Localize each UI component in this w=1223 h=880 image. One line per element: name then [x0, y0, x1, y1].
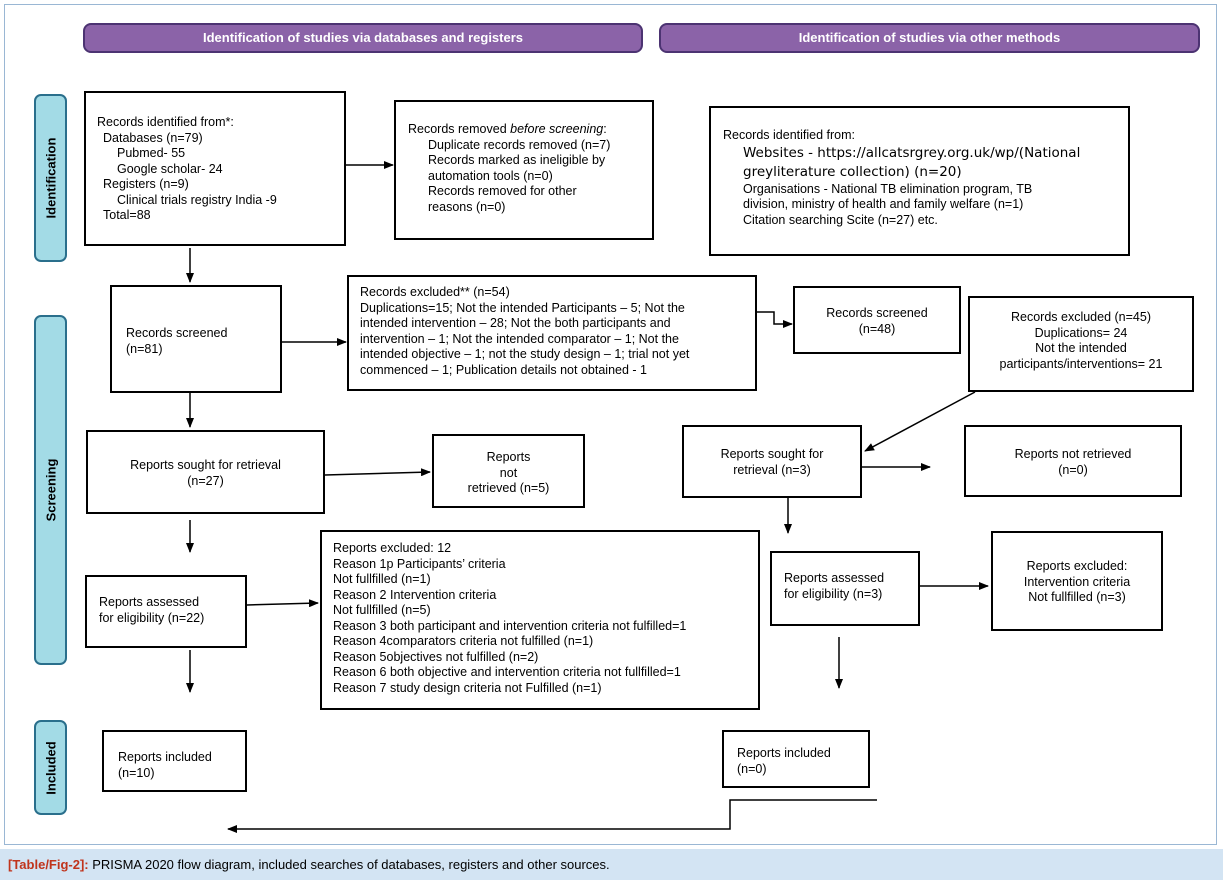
box-line: (n=48)	[858, 321, 896, 336]
records-screened-right-box: Records screened (n=48)	[793, 286, 961, 354]
box-line: Reports assessed	[784, 571, 885, 585]
caption-text: PRISMA 2020 flow diagram, included searc…	[88, 857, 610, 872]
figure-caption: [Table/Fig-2]: PRISMA 2020 flow diagram,…	[0, 849, 1223, 880]
records-removed-box: Records removed before screening: Duplic…	[394, 100, 654, 240]
box-line: Reason 3 both participant and interventi…	[333, 618, 687, 633]
box-line: Google scholar- 24	[117, 161, 223, 176]
reports-included-left-box: Reports included (n=10)	[102, 730, 247, 792]
reports-assessed-left-box: Reports assessed for eligibility (n=22)	[85, 575, 247, 648]
box-line: (n=27)	[187, 473, 224, 488]
box-line: Not fullfilled (n=5)	[333, 603, 431, 617]
not-retrieved-right-box: Reports not retrieved (n=0)	[964, 425, 1182, 497]
removed-title-suffix: :	[603, 122, 607, 136]
box-line: Duplications=15; Not the intended Partic…	[360, 300, 685, 315]
reports-excluded-left-box: Reports excluded: 12 Reason 1p Participa…	[320, 530, 760, 710]
box-line: Reports included	[737, 746, 831, 760]
box-line: Clinical trials registry India -9	[117, 192, 277, 207]
stage-identification: Identification	[34, 94, 67, 262]
box-line: for eligibility (n=22)	[99, 610, 205, 625]
box-line: intended objective – 1; not the study de…	[360, 347, 690, 361]
box-line: for eligibility (n=3)	[784, 586, 883, 601]
box-line: participants/interventions= 21	[999, 356, 1163, 371]
box-line: Reason 2 Intervention criteria	[333, 587, 497, 602]
box-line: Records screened	[126, 326, 228, 340]
other-records-identified-box: Records identified from: Websites - http…	[709, 106, 1130, 256]
caption-label: [Table/Fig-2]:	[8, 857, 89, 872]
removed-title-prefix: Records removed	[408, 122, 511, 136]
records-identified-box: Records identified from*: Databases (n=7…	[84, 91, 346, 246]
box-line: Reason 4comparators criteria not fulfill…	[333, 634, 594, 648]
box-line: Total=88	[103, 208, 151, 222]
box-line: Pubmed- 55	[117, 146, 186, 160]
box-line: (n=0)	[737, 761, 767, 776]
box-line: Records removed for other	[428, 184, 577, 198]
reports-excluded-right-box: Reports excluded: Intervention criteria …	[991, 531, 1163, 631]
box-line: Reason 5objectives not fulfilled (n=2)	[333, 649, 539, 664]
stage-identification-label: Identification	[43, 137, 58, 219]
box-line: Citation searching Scite (n=27) etc.	[743, 212, 938, 227]
box-line: Not fullfilled (n=3)	[1028, 590, 1126, 604]
box-line: Reports	[486, 450, 531, 464]
box-line: Reports assessed	[99, 595, 200, 609]
box-line: Intervention criteria	[1023, 574, 1131, 589]
reports-sought-left-box: Reports sought for retrieval (n=27)	[86, 430, 325, 514]
header-other-methods: Identification of studies via other meth…	[659, 23, 1200, 53]
box-line: intervention – 1; Not the intended compa…	[360, 331, 679, 346]
reports-sought-right-box: Reports sought for retrieval (n=3)	[682, 425, 862, 498]
box-line: (n=81)	[126, 341, 163, 356]
box-line: Reports sought for retrieval	[130, 458, 281, 472]
box-line: Databases (n=79)	[103, 130, 203, 145]
box-line: Websites - https://allcatsrgrey.org.uk/w…	[743, 144, 1081, 161]
box-line: automation tools (n=0)	[428, 168, 553, 183]
box-line: (n=10)	[118, 765, 155, 780]
box-line: intended intervention – 28; Not the both…	[360, 316, 671, 330]
reports-assessed-right-box: Reports assessed for eligibility (n=3)	[770, 551, 920, 626]
box-line: Registers (n=9)	[103, 177, 189, 191]
box-line: not	[499, 465, 518, 480]
box-line: retrieval (n=3)	[733, 462, 811, 477]
box-line: Not fullfilled (n=1)	[333, 572, 431, 586]
box-line: Reason 6 both objective and intervention…	[333, 665, 681, 679]
box-line: Reports excluded: 12	[333, 541, 452, 555]
box-line: commenced – 1; Publication details not o…	[360, 362, 647, 377]
box-line: Records screened	[826, 306, 928, 320]
records-screened-left-box: Records screened (n=81)	[110, 285, 282, 393]
box-line: Records excluded** (n=54)	[360, 285, 510, 299]
not-retrieved-left-box: Reports not retrieved (n=5)	[432, 434, 585, 508]
box-line: Records identified from:	[723, 128, 856, 142]
stage-screening: Screening	[34, 315, 67, 665]
records-excluded-left-box: Records excluded** (n=54) Duplications=1…	[347, 275, 757, 391]
box-line: division, ministry of health and family …	[743, 197, 1024, 211]
figure-frame	[4, 4, 1217, 845]
box-line: Records identified from*:	[97, 115, 234, 129]
box-line: Reports included	[118, 750, 212, 764]
box-line: (n=0)	[1058, 462, 1088, 477]
box-line: Records marked as ineligible by	[428, 153, 606, 167]
records-excluded-right-box: Records excluded (n=45) Duplications= 24…	[968, 296, 1194, 392]
stage-screening-label: Screening	[43, 458, 58, 522]
removed-title-emph: before screening	[510, 122, 604, 136]
box-line: Reports excluded:	[1026, 559, 1128, 573]
box-line: retrieved (n=5)	[467, 481, 550, 495]
stage-included-label: Included	[43, 740, 58, 795]
box-line: greyliterature collection) (n=20)	[743, 163, 962, 180]
box-line: Duplications= 24	[1034, 325, 1128, 340]
box-line: reasons (n=0)	[428, 199, 506, 214]
box-line: Duplicate records removed (n=7)	[428, 137, 611, 152]
box-line: Reports sought for	[720, 447, 824, 461]
box-line: Records excluded (n=45)	[1010, 310, 1151, 324]
stage-included: Included	[34, 720, 67, 815]
box-line: Reason 7 study design criteria not Fulfi…	[333, 680, 602, 695]
header-databases-registers: Identification of studies via databases …	[83, 23, 643, 53]
box-line: Reason 1p Participants’ criteria	[333, 556, 506, 571]
reports-included-right-box: Reports included (n=0)	[722, 730, 870, 788]
box-line: Reports not retrieved	[1014, 447, 1132, 461]
box-line: Not the intended	[1035, 341, 1127, 355]
box-line: Organisations - National TB elimination …	[743, 181, 1033, 196]
removed-title: Records removed before screening:	[408, 122, 652, 138]
